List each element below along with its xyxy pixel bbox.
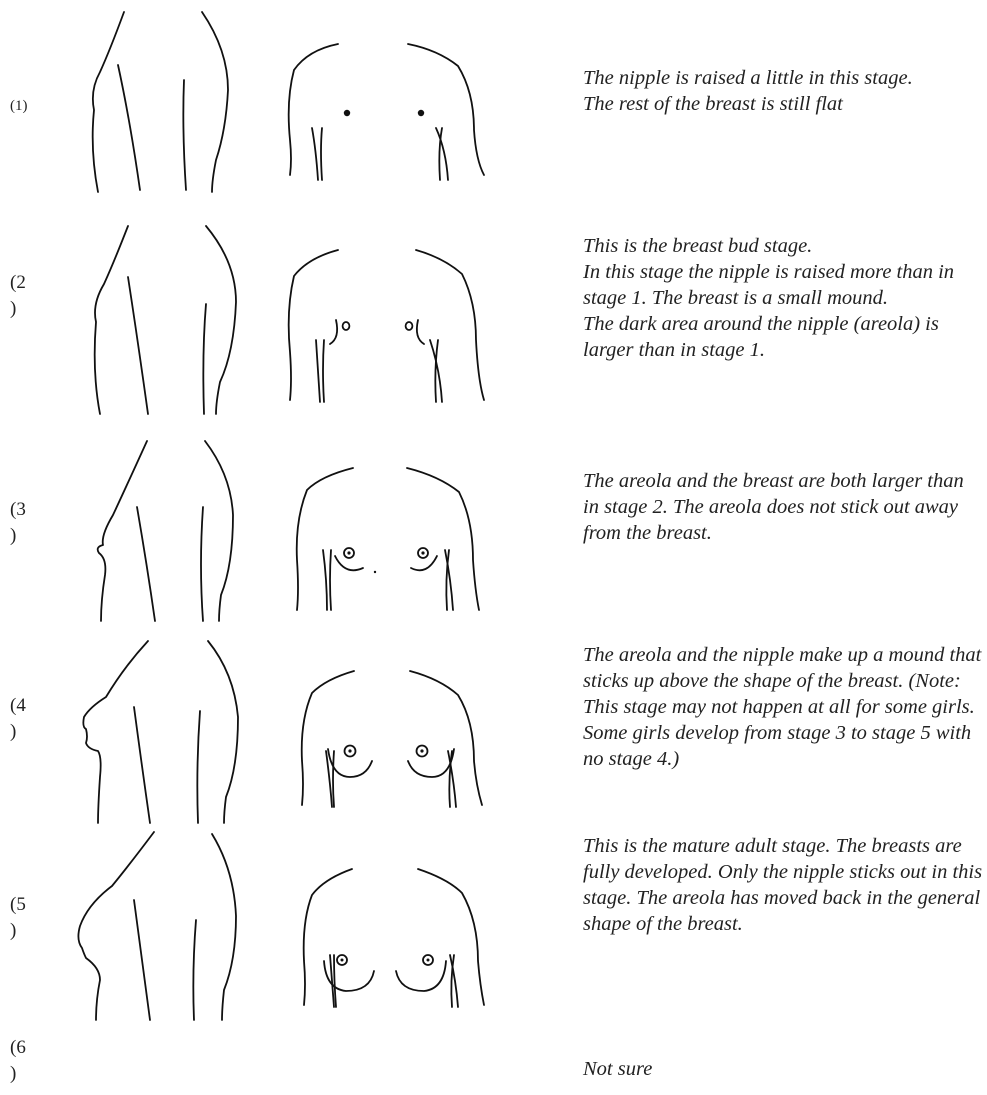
stage-3-row: (3 ) The areola and the breast are both … (0, 425, 987, 625)
stage-3-side-view-illustration (85, 435, 250, 625)
stage-3-description: The areola and the breast are both large… (583, 468, 983, 546)
stage-6-number: (6 ) (10, 1035, 26, 1086)
stage-1-line-1: The nipple is raised a little in this st… (583, 65, 983, 91)
stage-4-side-view-illustration (78, 637, 253, 827)
stage-2-line-2: In this stage the nipple is raised more … (583, 259, 983, 311)
stage-4-front-view-illustration (290, 665, 490, 815)
stage-5-side-view-illustration (72, 830, 247, 1025)
stage-1-line-2: The rest of the breast is still flat (583, 91, 983, 117)
stage-5-front-view-illustration (290, 865, 490, 1015)
stage-3-number: (3 ) (10, 497, 26, 548)
stage-2-description: This is the breast bud stage. In this st… (583, 233, 983, 363)
stage-5-description: This is the mature adult stage. The brea… (583, 833, 983, 937)
stage-1-row: (1) The nipple is raised a little in thi… (0, 0, 987, 210)
stage-5-row: (5 ) This is the mature adult stage. The… (0, 830, 987, 1030)
stage-2-row: (2 ) This is the breast bud stage. In th… (0, 210, 987, 425)
stage-5-line-1: This is the mature adult stage. The brea… (583, 833, 983, 937)
stage-3-front-view-illustration (283, 460, 493, 620)
stage-2-line-1: This is the breast bud stage. (583, 233, 983, 259)
stage-5-number: (5 ) (10, 892, 26, 943)
stage-1-side-view-illustration (78, 10, 248, 200)
stage-4-row: (4 ) The areola and the nipple make up a… (0, 625, 987, 830)
stage-4-line-1: The areola and the nipple make up a moun… (583, 642, 983, 772)
stage-2-line-3: The dark area around the nipple (areola)… (583, 311, 983, 363)
stage-6-description: Not sure (583, 1056, 983, 1082)
stage-4-number: (4 ) (10, 693, 26, 744)
stage-2-side-view-illustration (78, 222, 248, 422)
stage-2-number: (2 ) (10, 270, 26, 321)
stage-1-description: The nipple is raised a little in this st… (583, 65, 983, 117)
stage-2-front-view-illustration (278, 240, 490, 410)
stage-4-description: The areola and the nipple make up a moun… (583, 642, 983, 772)
stage-6-row: (6 ) Not sure (0, 1030, 987, 1095)
stage-6-line-1: Not sure (583, 1056, 983, 1082)
stage-1-number: (1) (10, 96, 28, 116)
stage-3-line-1: The areola and the breast are both large… (583, 468, 983, 546)
stage-1-front-view-illustration (278, 30, 490, 190)
